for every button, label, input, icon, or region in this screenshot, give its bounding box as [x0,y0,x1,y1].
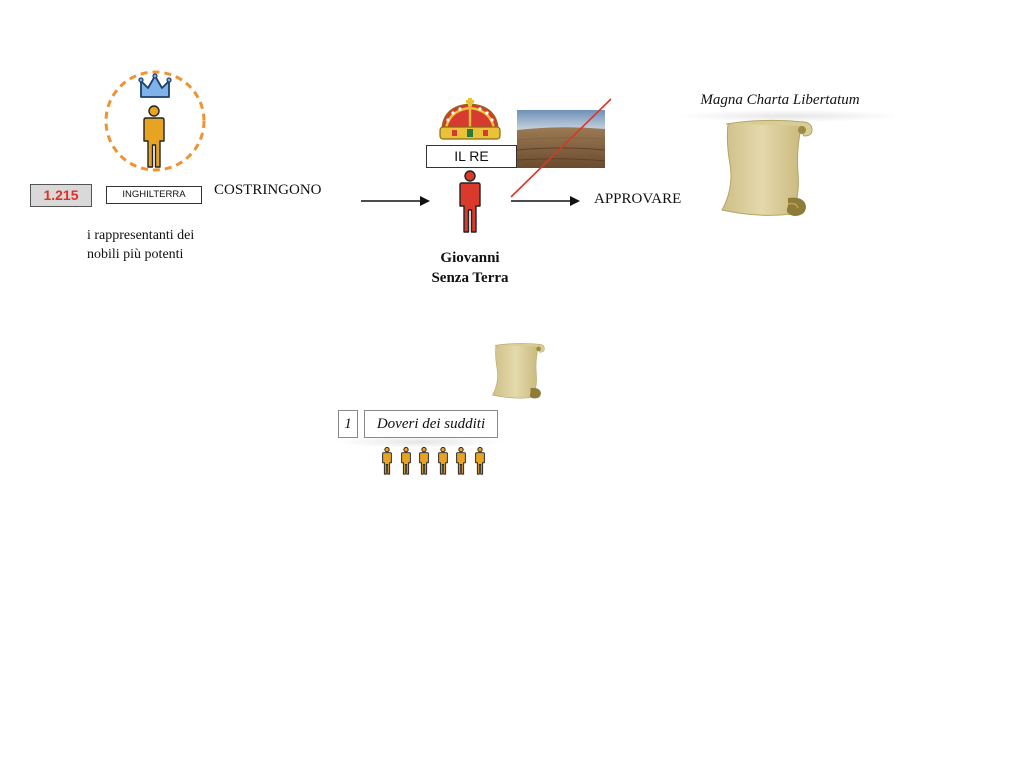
year-badge: 1.215 [30,184,92,207]
country-label: INGHILTERRA [106,186,202,204]
subject-line-1: i rappresentanti dei [87,228,195,243]
crown-icon [138,73,172,98]
king-person-icon [459,170,481,233]
subject-text: i rappresentanti dei nobili più potenti [87,226,194,264]
subject-line-2: nobili più potenti [87,247,184,262]
subject-person-icon [382,447,392,475]
strike-through-line [510,98,612,198]
small-scroll-icon [492,343,545,399]
document-title-shadow [675,110,905,122]
duties-shadow [335,436,505,448]
verb-force-label: COSTRINGONO [214,182,322,198]
subject-person-icon [419,447,429,475]
verb-approve-label: APPROVARE [594,191,682,207]
subject-person-icon [437,447,448,475]
king-name-line-2: Senza Terra [431,270,509,286]
king-name: Giovanni Senza Terra [410,248,530,288]
subject-person-icon [474,447,485,475]
subject-person-icon [400,447,411,475]
noble-person-icon [143,105,165,168]
document-title: Magna Charta Libertatum [700,92,860,108]
noble-circle-graphic [104,70,206,172]
duty-label: Doveri dei sudditi [364,410,498,438]
duty-number: 1 [338,410,358,438]
arrow-right-icon [511,196,580,206]
scroll-icon [721,119,813,216]
arrow-right-icon [361,196,430,206]
subject-person-icon [456,447,466,475]
royal-crown-icon [439,98,501,140]
king-name-line-1: Giovanni [440,250,500,266]
subjects-people-row [380,447,490,475]
king-label: IL RE [426,145,517,168]
